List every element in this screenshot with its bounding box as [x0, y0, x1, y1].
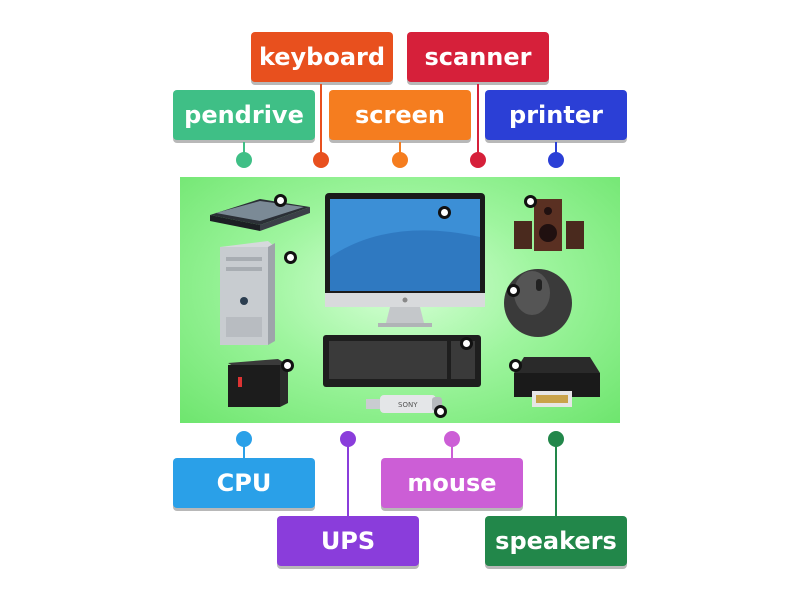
pendrive-icon: SONY [366, 395, 442, 413]
pin-line-ups [347, 440, 349, 516]
pin-dot-cpu[interactable] [236, 431, 252, 447]
label-keyboard-text: keyboard [258, 43, 386, 71]
pin-line-screen [399, 142, 401, 158]
ups-icon [228, 359, 288, 407]
label-mouse-text: mouse [407, 469, 497, 497]
label-pendrive[interactable]: pendrive [173, 90, 315, 140]
pin-dot-ups[interactable] [340, 431, 356, 447]
hotspot-keyboard[interactable] [460, 337, 473, 350]
label-pendrive-text: pendrive [184, 101, 304, 129]
pendrive-brand-text: SONY [398, 401, 418, 409]
pin-line-mouse [451, 440, 453, 458]
hotspot-tower[interactable] [284, 251, 297, 264]
printer-icon [514, 357, 600, 407]
pin-dot-mouse[interactable] [444, 431, 460, 447]
label-printer[interactable]: printer [485, 90, 627, 140]
scanner-icon [210, 199, 310, 231]
label-scanner[interactable]: scanner [407, 32, 549, 82]
tower-icon [220, 241, 275, 345]
label-scanner-text: scanner [424, 43, 532, 71]
hotspot-mouse[interactable] [507, 284, 520, 297]
devices-illustration: SONY [210, 193, 600, 413]
pin-dot-printer[interactable] [548, 152, 564, 168]
label-speakers[interactable]: speakers [485, 516, 627, 566]
pin-dot-scanner[interactable] [470, 152, 486, 168]
mouse-icon [504, 269, 572, 337]
hotspot-ups[interactable] [281, 359, 294, 372]
hotspot-scanner[interactable] [274, 194, 287, 207]
label-mouse[interactable]: mouse [381, 458, 523, 508]
label-cpu-text: CPU [216, 469, 272, 497]
label-printer-text: printer [509, 101, 603, 129]
hotspot-monitor[interactable] [438, 206, 451, 219]
label-screen[interactable]: screen [329, 90, 471, 140]
pin-line-speakers [555, 440, 557, 516]
pin-dot-keyboard[interactable] [313, 152, 329, 168]
pin-dot-screen[interactable] [392, 152, 408, 168]
pin-line-printer [555, 142, 557, 158]
hotspot-speakers[interactable] [524, 195, 537, 208]
label-speakers-text: speakers [495, 527, 617, 555]
hotspot-pendrive[interactable] [434, 405, 447, 418]
hotspot-printer[interactable] [509, 359, 522, 372]
pin-line-cpu [243, 440, 245, 458]
label-ups[interactable]: UPS [277, 516, 419, 566]
computer-devices-picture: SONY [180, 177, 620, 423]
pin-line-scanner [477, 84, 479, 158]
label-cpu[interactable]: CPU [173, 458, 315, 508]
label-keyboard[interactable]: keyboard [251, 32, 393, 82]
label-screen-text: screen [355, 101, 445, 129]
label-ups-text: UPS [320, 527, 376, 555]
keyboard-icon [323, 335, 481, 387]
pin-dot-pendrive[interactable] [236, 152, 252, 168]
monitor-icon [325, 193, 485, 327]
pin-line-keyboard [320, 84, 322, 158]
pin-line-pendrive [243, 142, 245, 158]
speakers-icon [514, 199, 584, 251]
pin-dot-speakers[interactable] [548, 431, 564, 447]
